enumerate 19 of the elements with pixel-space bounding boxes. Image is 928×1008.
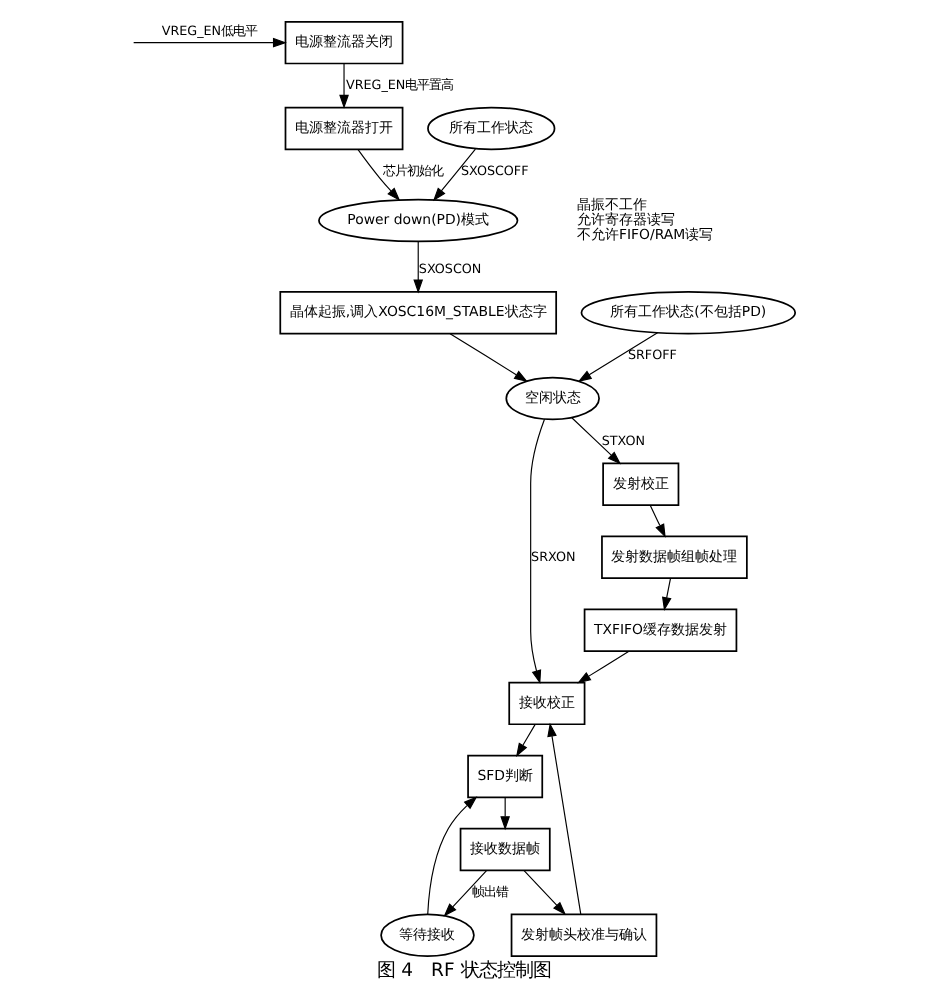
arrow (523, 869, 567, 916)
arrow (133, 37, 287, 48)
arrow (516, 724, 536, 757)
arrow (662, 577, 672, 612)
arrow (547, 722, 582, 915)
arrow (449, 333, 528, 382)
arrow (577, 650, 630, 684)
arrow (413, 241, 424, 294)
arrow (577, 332, 659, 382)
arrow (432, 148, 476, 202)
caption: 图 4 RF 状态控制图 (377, 959, 551, 982)
arrow (339, 63, 349, 109)
arrow (500, 797, 511, 831)
arrow (530, 418, 546, 685)
arrow (571, 417, 622, 465)
arrow (443, 869, 488, 917)
arrow (427, 796, 478, 915)
arrow (649, 504, 666, 538)
arrow (357, 148, 401, 202)
